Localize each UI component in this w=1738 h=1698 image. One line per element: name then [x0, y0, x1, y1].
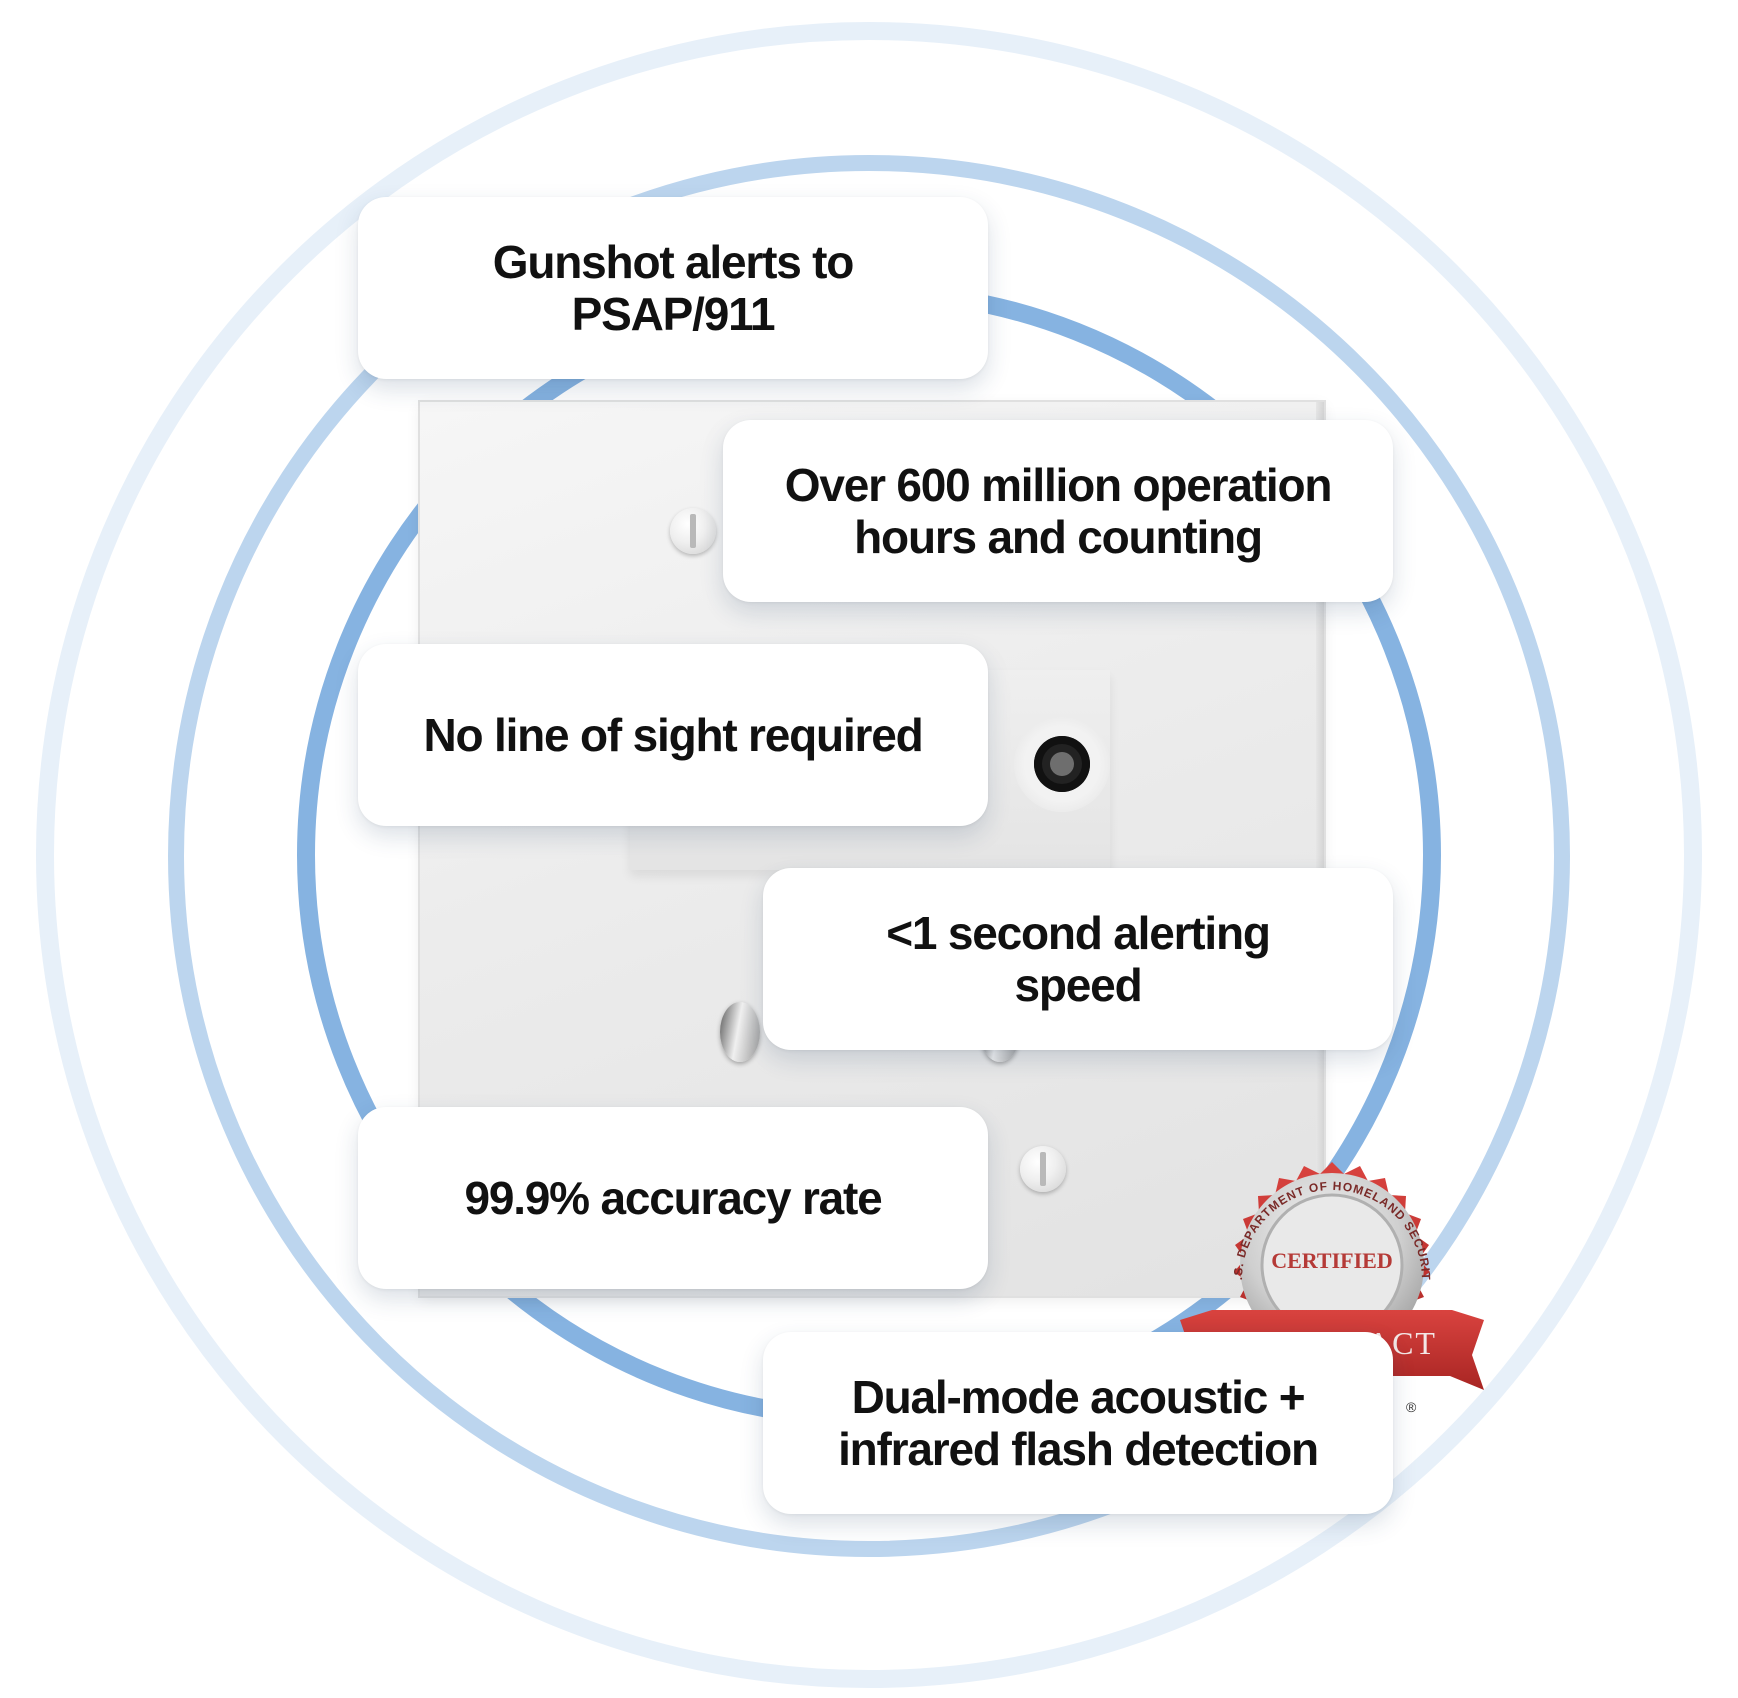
feature-card-psap: Gunshot alerts to PSAP/911 [358, 197, 988, 379]
feature-card-dual-mode: Dual-mode acoustic + infrared flash dete… [763, 1332, 1393, 1514]
metal-contact-left [720, 1002, 760, 1062]
feature-card-line-of-sight: No line of sight required [358, 644, 988, 826]
feature-text-alert-speed: <1 second alerting speed [886, 907, 1271, 1011]
feature-card-alert-speed: <1 second alerting speed [763, 868, 1393, 1050]
feature-card-operation-hours: Over 600 million operation hours and cou… [723, 420, 1393, 602]
screw-top [670, 508, 716, 554]
microphone-sensor-icon [1034, 736, 1090, 792]
feature-text-accuracy: 99.9% accuracy rate [464, 1172, 882, 1224]
feature-card-accuracy: 99.9% accuracy rate [358, 1107, 988, 1289]
feature-text-operation-hours: Over 600 million operation hours and cou… [784, 459, 1333, 563]
screw-bottom [1020, 1146, 1066, 1192]
seal-certified-text: CERTIFIED [1271, 1248, 1392, 1273]
seal-registered-mark: ® [1406, 1399, 1417, 1415]
feature-text-psap: Gunshot alerts to PSAP/911 [492, 236, 855, 340]
device-edge [1316, 402, 1324, 1296]
feature-text-dual-mode: Dual-mode acoustic + infrared flash dete… [838, 1371, 1319, 1475]
feature-text-line-of-sight: No line of sight required [423, 709, 923, 761]
sensor-housing [1014, 716, 1110, 812]
